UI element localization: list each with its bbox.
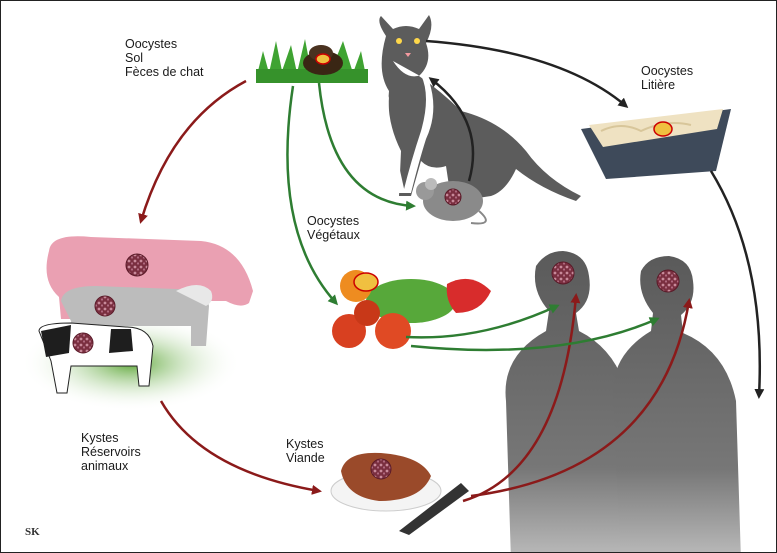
label-soil-feces: Oocystes Sol Fèces de chat (125, 37, 204, 79)
human-silhouettes (506, 251, 742, 553)
label-reservoir: Kystes Réservoirs animaux (81, 431, 141, 473)
artist-signature: SK (25, 526, 40, 538)
reservoir-animals (21, 236, 253, 411)
label-soil-line3: Fèces de chat (125, 65, 204, 79)
label-vegetables-line1: Oocystes (307, 214, 360, 228)
label-litter-line2: Litière (641, 78, 693, 92)
arrow-feces-to-vegetables (287, 86, 336, 303)
arrow-cat-to-litter (426, 41, 626, 106)
arrow-soil-to-animals (141, 81, 246, 221)
label-reservoir-line2: Réservoirs (81, 445, 141, 459)
label-vegetables: Oocystes Végétaux (307, 214, 360, 242)
cat-feces (303, 45, 343, 75)
label-vegetables-line2: Végétaux (307, 228, 360, 242)
label-reservoir-line1: Kystes (81, 431, 141, 445)
label-meat-line1: Kystes (286, 437, 325, 451)
cat-illustration (379, 15, 581, 201)
litter-box (581, 109, 731, 179)
label-litter-line1: Oocystes (641, 64, 693, 78)
label-meat-line2: Viande (286, 451, 325, 465)
label-soil-line1: Oocystes (125, 37, 204, 51)
label-meat: Kystes Viande (286, 437, 325, 465)
label-soil-line2: Sol (125, 51, 204, 65)
label-litter: Oocystes Litière (641, 64, 693, 92)
meat-illustration (331, 453, 469, 535)
label-reservoir-line3: animaux (81, 459, 141, 473)
